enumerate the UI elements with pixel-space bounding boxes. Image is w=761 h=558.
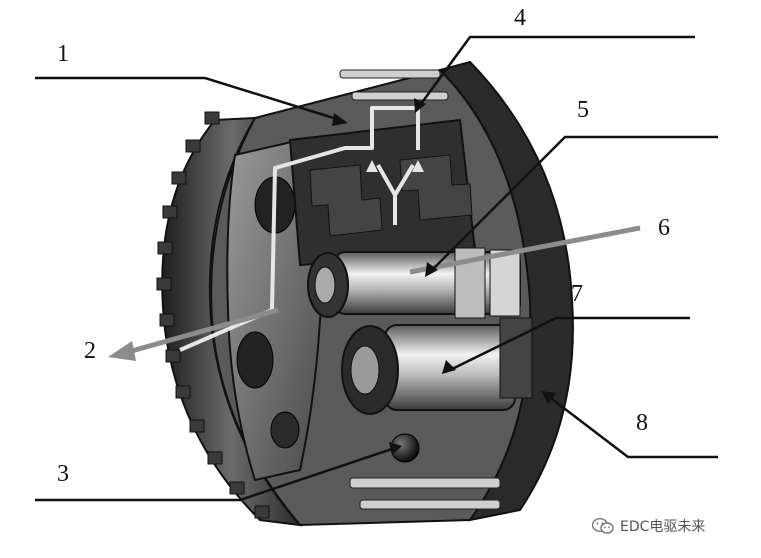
leader-3 [35,446,396,502]
flow-arrowheads [366,160,424,172]
outer-housing [156,111,303,527]
leader-5 [431,135,718,271]
leader-8 [547,395,718,459]
callout-1: 1 [57,41,69,67]
leader-7 [449,316,690,372]
grey-arrow-2 [108,307,279,361]
shell-slots [339,69,501,510]
piston-block [288,118,477,267]
callout-5: 5 [577,97,589,123]
watermark: EDC电驱未来 [592,514,705,538]
leader-4 [416,35,695,109]
leader-lines [35,35,718,502]
upper-roller [307,247,521,319]
callout-7: 7 [571,281,583,307]
wechat-icon [592,518,614,534]
leader-1 [35,76,341,122]
lower-roller [341,317,533,415]
grey-arrow-6 [409,225,641,275]
callout-8: 8 [636,410,648,436]
callout-3: 3 [57,461,69,487]
outer-teeth [156,111,270,519]
oil-flow-path [179,106,420,352]
callout-2: 2 [84,338,96,364]
callout-4: 4 [514,5,526,31]
leader-arrowheads [332,98,556,455]
watermark-text: EDC电驱未来 [620,519,706,535]
callout-6: 6 [658,215,670,241]
